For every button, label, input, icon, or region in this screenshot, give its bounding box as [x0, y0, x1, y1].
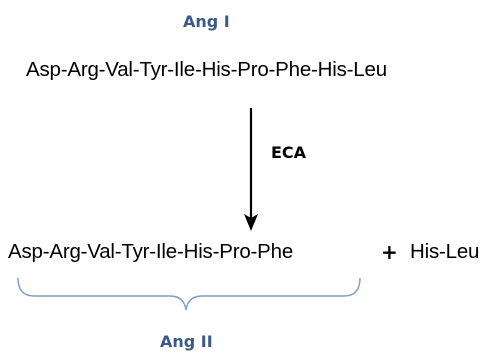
- ang1-label: Ang I: [183, 12, 230, 31]
- ang2-sequence: Asp-Arg-Val-Tyr-Ile-His-Pro-Phe: [8, 240, 294, 263]
- ang2-label: Ang II: [160, 332, 213, 351]
- ang2-brace: [17, 277, 361, 311]
- reaction-arrow-head: [244, 214, 258, 231]
- dipeptide-his-leu: His-Leu: [410, 240, 480, 263]
- ang1-sequence: Asp-Arg-Val-Tyr-Ile-His-Pro-Phe-His-Leu: [26, 58, 387, 81]
- enzyme-label: ECA: [271, 143, 307, 162]
- plus-sign: +: [381, 240, 398, 264]
